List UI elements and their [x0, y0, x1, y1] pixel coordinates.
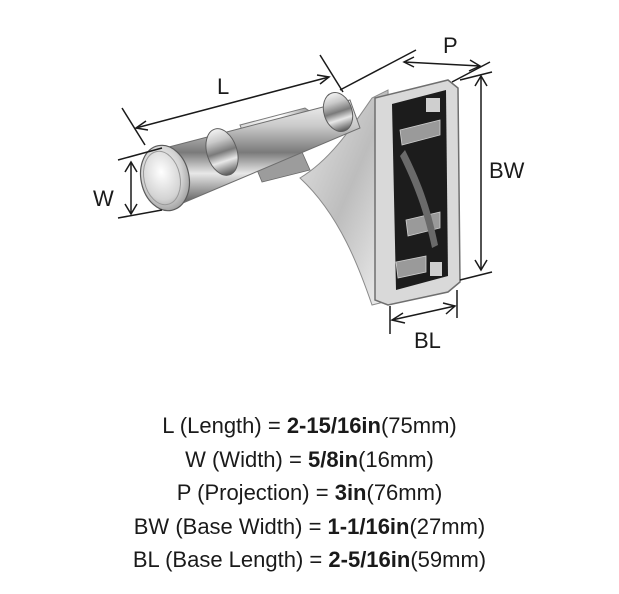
spec-row-projection: P (Projection) = 3in(76mm)	[0, 476, 619, 510]
projection-dimension-line	[403, 61, 481, 67]
hook-end-cap	[139, 144, 191, 212]
robe-hook-illustration	[139, 79, 461, 306]
mounting-clip	[400, 150, 438, 248]
spec-imperial: 2-15/16in	[286, 413, 381, 438]
length-arrow-right	[316, 74, 331, 85]
spec-name: (Length) =	[179, 413, 281, 438]
spec-imperial: 1-1/16in	[327, 513, 410, 539]
projection-extension-right	[451, 61, 491, 83]
spec-row-length: L (Length) = 2-15/16in(75mm)	[0, 409, 619, 443]
spec-metric: (59mm)	[410, 547, 487, 572]
dimension-lines	[117, 49, 493, 334]
base-width-extension-bottom	[459, 271, 493, 281]
spec-imperial: 2-5/16in	[328, 547, 411, 572]
shaft-collar-middle	[205, 128, 239, 176]
spec-abbr: L	[162, 413, 174, 438]
spec-row-base-length: BL (Base Length) = 2-5/16in(59mm)	[0, 543, 619, 577]
spec-name: (Base Length) =	[165, 547, 323, 572]
base-width-extension-top	[459, 71, 493, 81]
width-arrow-top	[124, 160, 138, 173]
spec-imperial: 5/8in	[307, 446, 359, 472]
base-width-arrow-top	[474, 74, 488, 87]
projection-arrow-right	[468, 59, 482, 72]
plate-tab-top	[426, 98, 440, 112]
length-arrow-left	[134, 120, 149, 131]
width-extension-top	[117, 147, 163, 161]
spec-metric: (76mm)	[366, 480, 443, 505]
projection-arrow-left	[402, 56, 415, 68]
dimension-specs-list: L (Length) = 2-15/16in(75mm) W (Width) =…	[0, 409, 619, 577]
length-extension-left	[121, 107, 146, 146]
hook-end-cap-face	[143, 150, 181, 206]
spec-name: (Base Width) =	[175, 513, 322, 539]
shaft-collar-back	[322, 91, 354, 133]
length-dimension-line	[135, 76, 330, 129]
spec-abbr: BW	[133, 513, 170, 539]
spec-abbr: P	[176, 480, 191, 505]
spec-metric: (27mm)	[409, 513, 486, 539]
spec-row-base-width: BW (Base Width) = 1-1/16in(27mm)	[0, 510, 619, 544]
spec-metric: (75mm)	[380, 413, 457, 438]
base-length-dimension-line	[391, 305, 456, 321]
length-extension-right	[319, 54, 344, 93]
width-arrow-bottom	[124, 203, 138, 216]
plate-tab-bottom	[430, 262, 442, 276]
width-extension-bottom	[117, 209, 163, 219]
base-length-arrow-right	[442, 302, 457, 315]
projection-extension-left	[339, 49, 417, 91]
spec-name: (Projection) =	[197, 480, 329, 505]
spec-row-width: W (Width) = 5/8in(16mm)	[0, 443, 619, 477]
length-label: L	[217, 74, 229, 99]
spec-imperial: 3in	[334, 480, 367, 505]
spec-name: (Width) =	[211, 446, 302, 472]
base-width-label: BW	[489, 158, 525, 183]
spec-metric: (16mm)	[358, 446, 434, 472]
base-length-arrow-left	[390, 312, 406, 324]
base-width-arrow-bottom	[474, 259, 488, 272]
spec-abbr: BL	[132, 547, 159, 572]
projection-label: P	[443, 33, 458, 58]
base-length-label: BL	[414, 328, 441, 353]
width-label: W	[93, 186, 114, 211]
product-dimension-diagram: L W P BW BL	[93, 33, 525, 353]
spec-abbr: W	[185, 446, 206, 472]
